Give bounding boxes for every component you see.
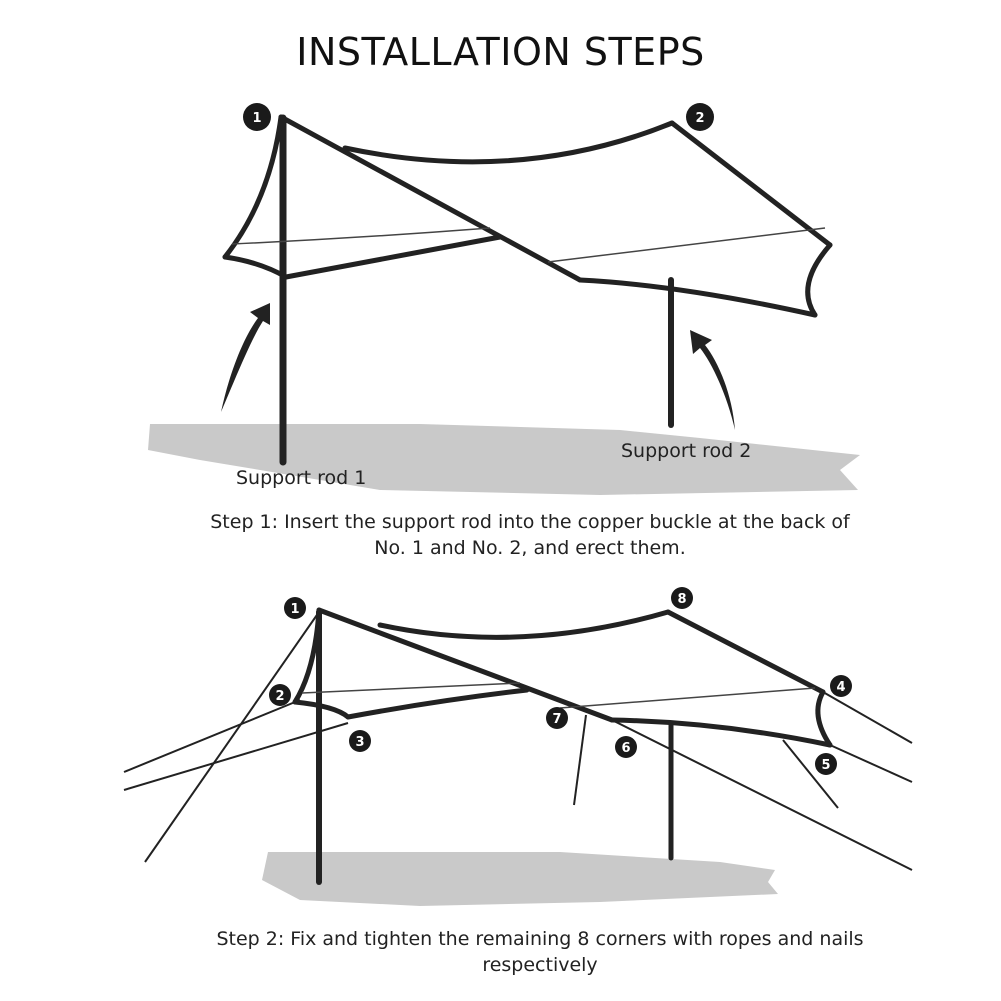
step1-caption: Step 1: Insert the support rod into the … <box>150 509 910 561</box>
step2-ground-shadow <box>262 852 778 906</box>
step2-caption-line1: Step 2: Fix and tighten the remaining 8 … <box>216 928 864 950</box>
step1-arrow-left <box>221 303 270 412</box>
support-rod-2-label: Support rod 2 <box>621 440 752 462</box>
step1-arrow-right <box>690 330 735 430</box>
support-rod-1-label: Support rod 1 <box>236 467 367 489</box>
step1-caption-line2: No. 1 and No. 2, and erect them. <box>374 537 686 559</box>
step1-caption-line1: Step 1: Insert the support rod into the … <box>210 511 850 533</box>
step1-badge-1-text: 1 <box>252 111 261 126</box>
step2-badge-6: 6 <box>615 736 637 758</box>
step2-tarp <box>292 607 833 748</box>
step2-badge-5-text: 5 <box>821 758 830 773</box>
step2-badge-7-text: 7 <box>552 712 561 727</box>
step2-badge-3: 3 <box>349 730 371 752</box>
step2-badge-4-text: 4 <box>836 680 845 695</box>
step2-badge-2: 2 <box>269 684 291 706</box>
step1-tarp-seams <box>231 227 826 263</box>
step2-badge-4: 4 <box>830 675 852 697</box>
step1-badge-2-text: 2 <box>695 111 704 126</box>
step1-badge-1: 1 <box>243 103 271 131</box>
step2-guy-ropes <box>123 611 913 871</box>
step2-badge-8-text: 8 <box>677 592 686 607</box>
step2-caption: Step 2: Fix and tighten the remaining 8 … <box>150 926 930 978</box>
step2-badge-3-text: 3 <box>355 735 364 750</box>
step2-caption-line2: respectively <box>482 954 598 976</box>
step2-badge-1: 1 <box>284 597 306 619</box>
step2-tarp-seams <box>301 682 816 709</box>
page-title: INSTALLATION STEPS <box>296 30 705 74</box>
step1-ground-shadow <box>148 424 860 495</box>
step2-badge-7: 7 <box>546 707 568 729</box>
step2-badge-2-text: 2 <box>275 689 284 704</box>
step2-badge-8: 8 <box>671 587 693 609</box>
step1-badge-2: 2 <box>686 103 714 131</box>
step2-badge-5: 5 <box>815 753 837 775</box>
step1-tarp <box>222 114 833 318</box>
step2-badge-1-text: 1 <box>290 602 299 617</box>
step2-badge-6-text: 6 <box>621 741 630 756</box>
